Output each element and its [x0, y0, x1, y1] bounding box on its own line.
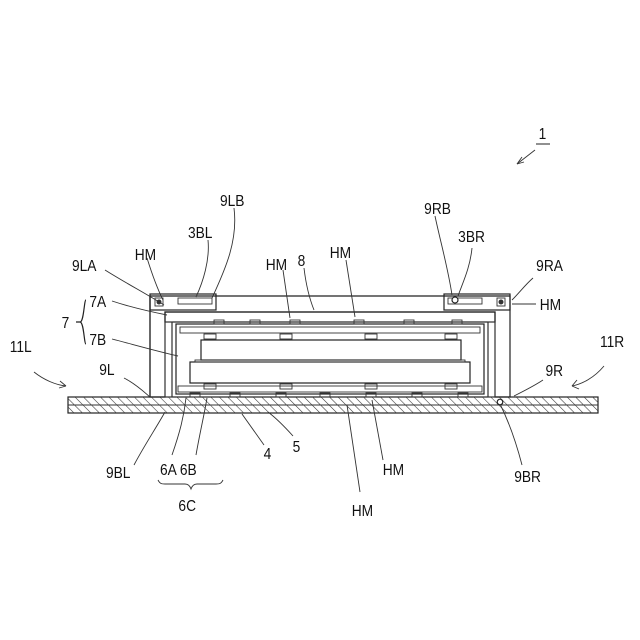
label-11l: 11L [10, 338, 32, 356]
hm-markers-top [204, 320, 462, 339]
label-9br: 9BR [514, 468, 541, 486]
label-7: 7 [62, 314, 70, 332]
label-9l: 9L [99, 361, 114, 379]
label-3br: 3BR [458, 228, 485, 246]
label-9la: 9LA [72, 257, 97, 275]
label-hm-left-top: HM [135, 246, 156, 264]
label-4: 4 [264, 445, 272, 463]
label-9r: 9R [545, 362, 563, 380]
label-9rb: 9RB [424, 200, 451, 218]
label-11r: 11R [600, 333, 624, 351]
outer-case [150, 296, 510, 397]
label-hm-center-a: HM [266, 256, 287, 274]
label-9lb: 9LB [220, 192, 245, 210]
label-7b: 7B [89, 331, 106, 349]
label-7a: 7A [89, 293, 106, 311]
cell-stack [190, 340, 470, 383]
label-9bl: 9BL [106, 464, 130, 482]
label-6a-6b: 6A 6B [160, 461, 197, 479]
label-hm-bottom-a: HM [383, 461, 404, 479]
label-6c: 6C [178, 497, 196, 515]
diagram-labels: 1 9LB 3BL 9RB 3BR HM HM 8 HM 9LA 9RA HM … [10, 125, 625, 520]
label-9ra: 9RA [536, 257, 563, 275]
label-ref-1: 1 [539, 125, 547, 143]
label-8: 8 [298, 252, 306, 270]
label-5: 5 [293, 438, 301, 456]
label-hm-bottom-b: HM [352, 502, 373, 520]
label-hm-center-b: HM [330, 244, 351, 262]
label-hm-right: HM [540, 296, 561, 314]
leader-lines [34, 150, 604, 492]
label-3bl: 3BL [188, 224, 212, 242]
base-film [68, 397, 598, 413]
